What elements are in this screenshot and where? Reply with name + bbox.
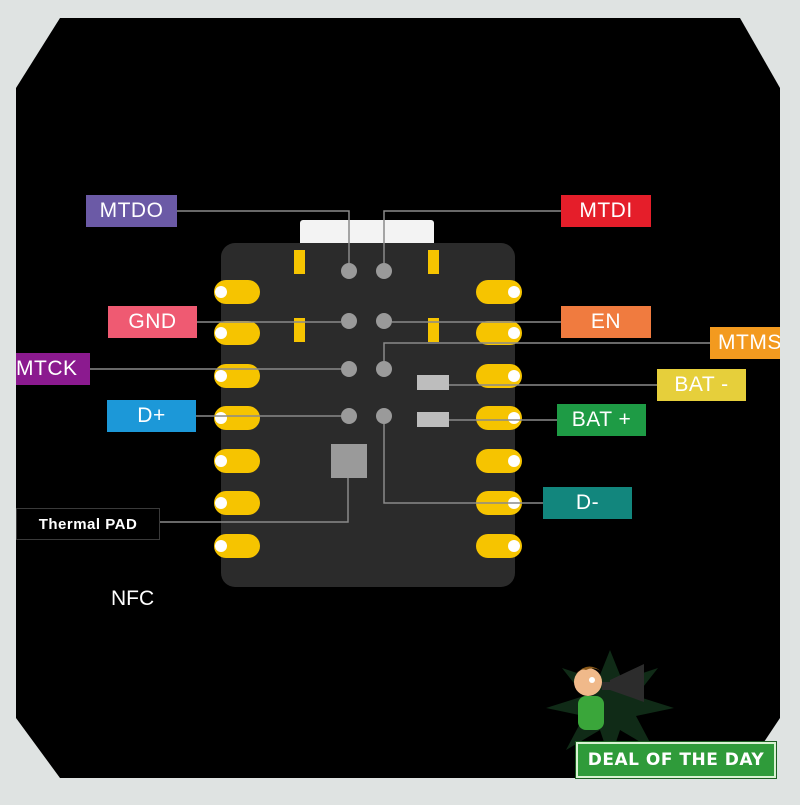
left-pad-holes <box>215 286 227 552</box>
leader-lines <box>90 210 710 523</box>
pad-left-5 <box>214 449 260 473</box>
label-en: EN <box>561 306 651 338</box>
line-mtdo <box>177 210 350 263</box>
smd-pad-mid-left <box>294 318 305 342</box>
hole-right-4 <box>508 412 520 424</box>
usb-connector <box>300 220 434 246</box>
left-pads <box>214 280 260 558</box>
pad-left-1 <box>214 280 260 304</box>
via-dminus <box>376 408 392 424</box>
pad-right-1 <box>476 280 522 304</box>
line-mtdi <box>383 210 561 263</box>
pad-left-7 <box>214 534 260 558</box>
via-mtdo <box>341 263 357 279</box>
right-pad-holes <box>508 286 520 552</box>
label-dplus: D+ <box>107 400 196 432</box>
hole-left-7 <box>215 540 227 552</box>
pad-left-6 <box>214 491 260 515</box>
vias <box>341 263 392 424</box>
hole-left-2 <box>215 327 227 339</box>
hole-right-5 <box>508 455 520 467</box>
thermal-pad <box>331 444 367 478</box>
smd-pad-mid-right <box>428 318 439 342</box>
pad-right-3 <box>476 364 522 388</box>
bat-plus-pad <box>417 412 449 427</box>
label-mtms: MTMS <box>710 327 780 359</box>
label-mtdo: MTDO <box>86 195 177 227</box>
via-mtms <box>376 361 392 377</box>
nfc-label: NFC <box>111 587 155 610</box>
pad-left-3 <box>214 364 260 388</box>
via-mtdi <box>376 263 392 279</box>
label-mtdi: MTDI <box>561 195 651 227</box>
via-dplus <box>341 408 357 424</box>
mascot-eye <box>589 677 595 683</box>
hole-left-3 <box>215 370 227 382</box>
label-gnd: GND <box>108 306 197 338</box>
megaphone-handle <box>602 682 612 690</box>
pad-right-2 <box>476 321 522 345</box>
smd-pad-top-right <box>428 250 439 274</box>
pcb-board <box>221 243 515 587</box>
pad-right-4 <box>476 406 522 430</box>
bat-minus-pad <box>417 375 449 390</box>
via-gnd <box>341 313 357 329</box>
label-bat-plus: BAT + <box>557 404 646 436</box>
hole-left-5 <box>215 455 227 467</box>
label-mtck: MTCK <box>16 353 90 385</box>
mascot-hair <box>576 666 602 674</box>
mascot-body <box>578 696 604 730</box>
hole-left-4 <box>215 412 227 424</box>
via-mtck <box>341 361 357 377</box>
label-bat-minus: BAT - <box>657 369 746 401</box>
smd-pad-top-left <box>294 250 305 274</box>
hole-right-3 <box>508 370 520 382</box>
via-en <box>376 313 392 329</box>
megaphone-icon <box>610 664 644 702</box>
label-thermal-pad: Thermal PAD <box>16 508 160 540</box>
pad-left-2 <box>214 321 260 345</box>
hole-right-1 <box>508 286 520 298</box>
pad-left-4 <box>214 406 260 430</box>
pad-right-7 <box>476 534 522 558</box>
right-pads <box>476 280 522 558</box>
pad-right-5 <box>476 449 522 473</box>
deal-of-the-day-badge[interactable]: DEAL OF THE DAY <box>576 742 776 778</box>
mascot-graphic <box>546 650 674 760</box>
label-dminus: D- <box>543 487 632 519</box>
line-dminus <box>383 424 543 504</box>
hole-left-1 <box>215 286 227 298</box>
hole-right-2 <box>508 327 520 339</box>
line-mtms <box>383 342 710 361</box>
hole-left-6 <box>215 497 227 509</box>
mascot-head <box>574 668 602 696</box>
line-thermal <box>160 478 349 523</box>
hole-right-7 <box>508 540 520 552</box>
